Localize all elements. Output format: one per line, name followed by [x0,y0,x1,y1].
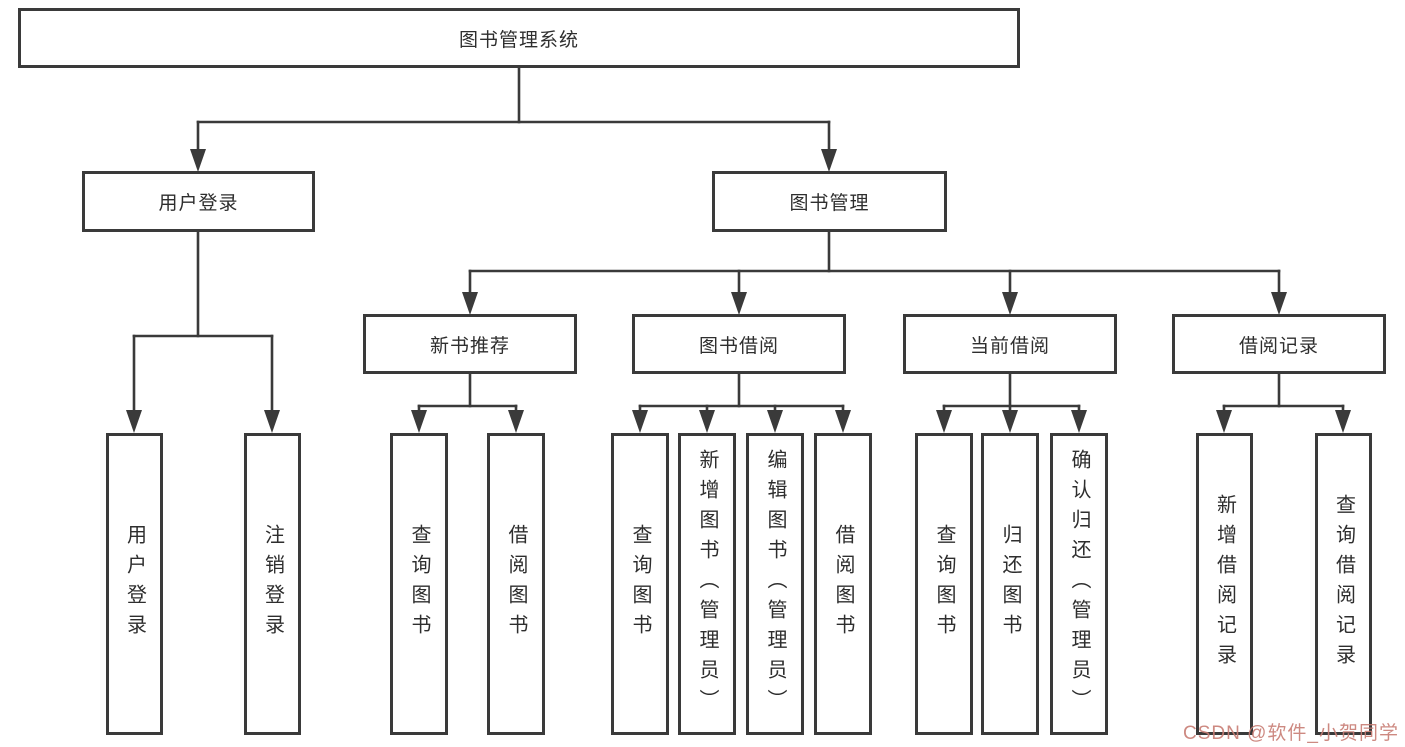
csdn-watermark: CSDN @软件_小贺同学 [1183,723,1399,744]
leaf-query-books-3-label: 查询图书 [933,524,955,644]
leaf-query-borrow-record: 查询借阅记录 [1315,433,1372,735]
node-book-borrowing-label: 图书借阅 [698,335,779,357]
leaf-user-login-label: 用户登录 [123,524,146,644]
leaf-logout: 注销登录 [244,433,301,735]
leaf-edit-book-admin-label: 编辑图书（管理员） [764,449,786,719]
leaf-add-book-admin-label: 新增图书（管理员） [696,449,718,719]
node-current-borrowing: 当前借阅 [903,314,1117,374]
leaf-return-book: 归还图书 [981,433,1039,735]
leaf-user-login: 用户登录 [106,433,163,735]
leaf-borrow-books-2: 借阅图书 [814,433,872,735]
leaf-borrow-books-2-label: 借阅图书 [832,524,854,644]
leaf-query-books-2: 查询图书 [611,433,669,735]
leaf-logout-label: 注销登录 [261,524,284,644]
node-new-book-recommend-label: 新书推荐 [429,335,510,357]
node-root: 图书管理系统 [18,8,1020,68]
node-borrowing-records-label: 借阅记录 [1238,335,1319,357]
node-borrowing-records: 借阅记录 [1172,314,1386,374]
leaf-add-borrow-record-label: 新增借阅记录 [1213,494,1236,674]
node-book-borrowing: 图书借阅 [632,314,846,374]
leaf-borrow-books-1-label: 借阅图书 [505,524,527,644]
leaf-query-books-1: 查询图书 [390,433,448,735]
node-book-management: 图书管理 [712,171,947,232]
leaf-edit-book-admin: 编辑图书（管理员） [746,433,804,735]
leaf-confirm-return-admin: 确认归还（管理员） [1050,433,1108,735]
leaf-query-books-2-label: 查询图书 [629,524,651,644]
leaf-add-book-admin: 新增图书（管理员） [678,433,736,735]
node-new-book-recommend: 新书推荐 [363,314,577,374]
node-root-label: 图书管理系统 [458,29,579,51]
leaf-confirm-return-admin-label: 确认归还（管理员） [1068,449,1090,719]
leaf-borrow-books-1: 借阅图书 [487,433,545,735]
node-user-login: 用户登录 [82,171,315,232]
leaf-query-books-1-label: 查询图书 [408,524,430,644]
leaf-query-books-3: 查询图书 [915,433,973,735]
node-user-login-label: 用户登录 [158,193,239,214]
leaf-query-borrow-record-label: 查询借阅记录 [1332,494,1355,674]
leaf-return-book-label: 归还图书 [999,524,1021,644]
node-current-borrowing-label: 当前借阅 [969,335,1050,357]
node-book-management-label: 图书管理 [789,193,870,214]
leaf-add-borrow-record: 新增借阅记录 [1196,433,1253,735]
